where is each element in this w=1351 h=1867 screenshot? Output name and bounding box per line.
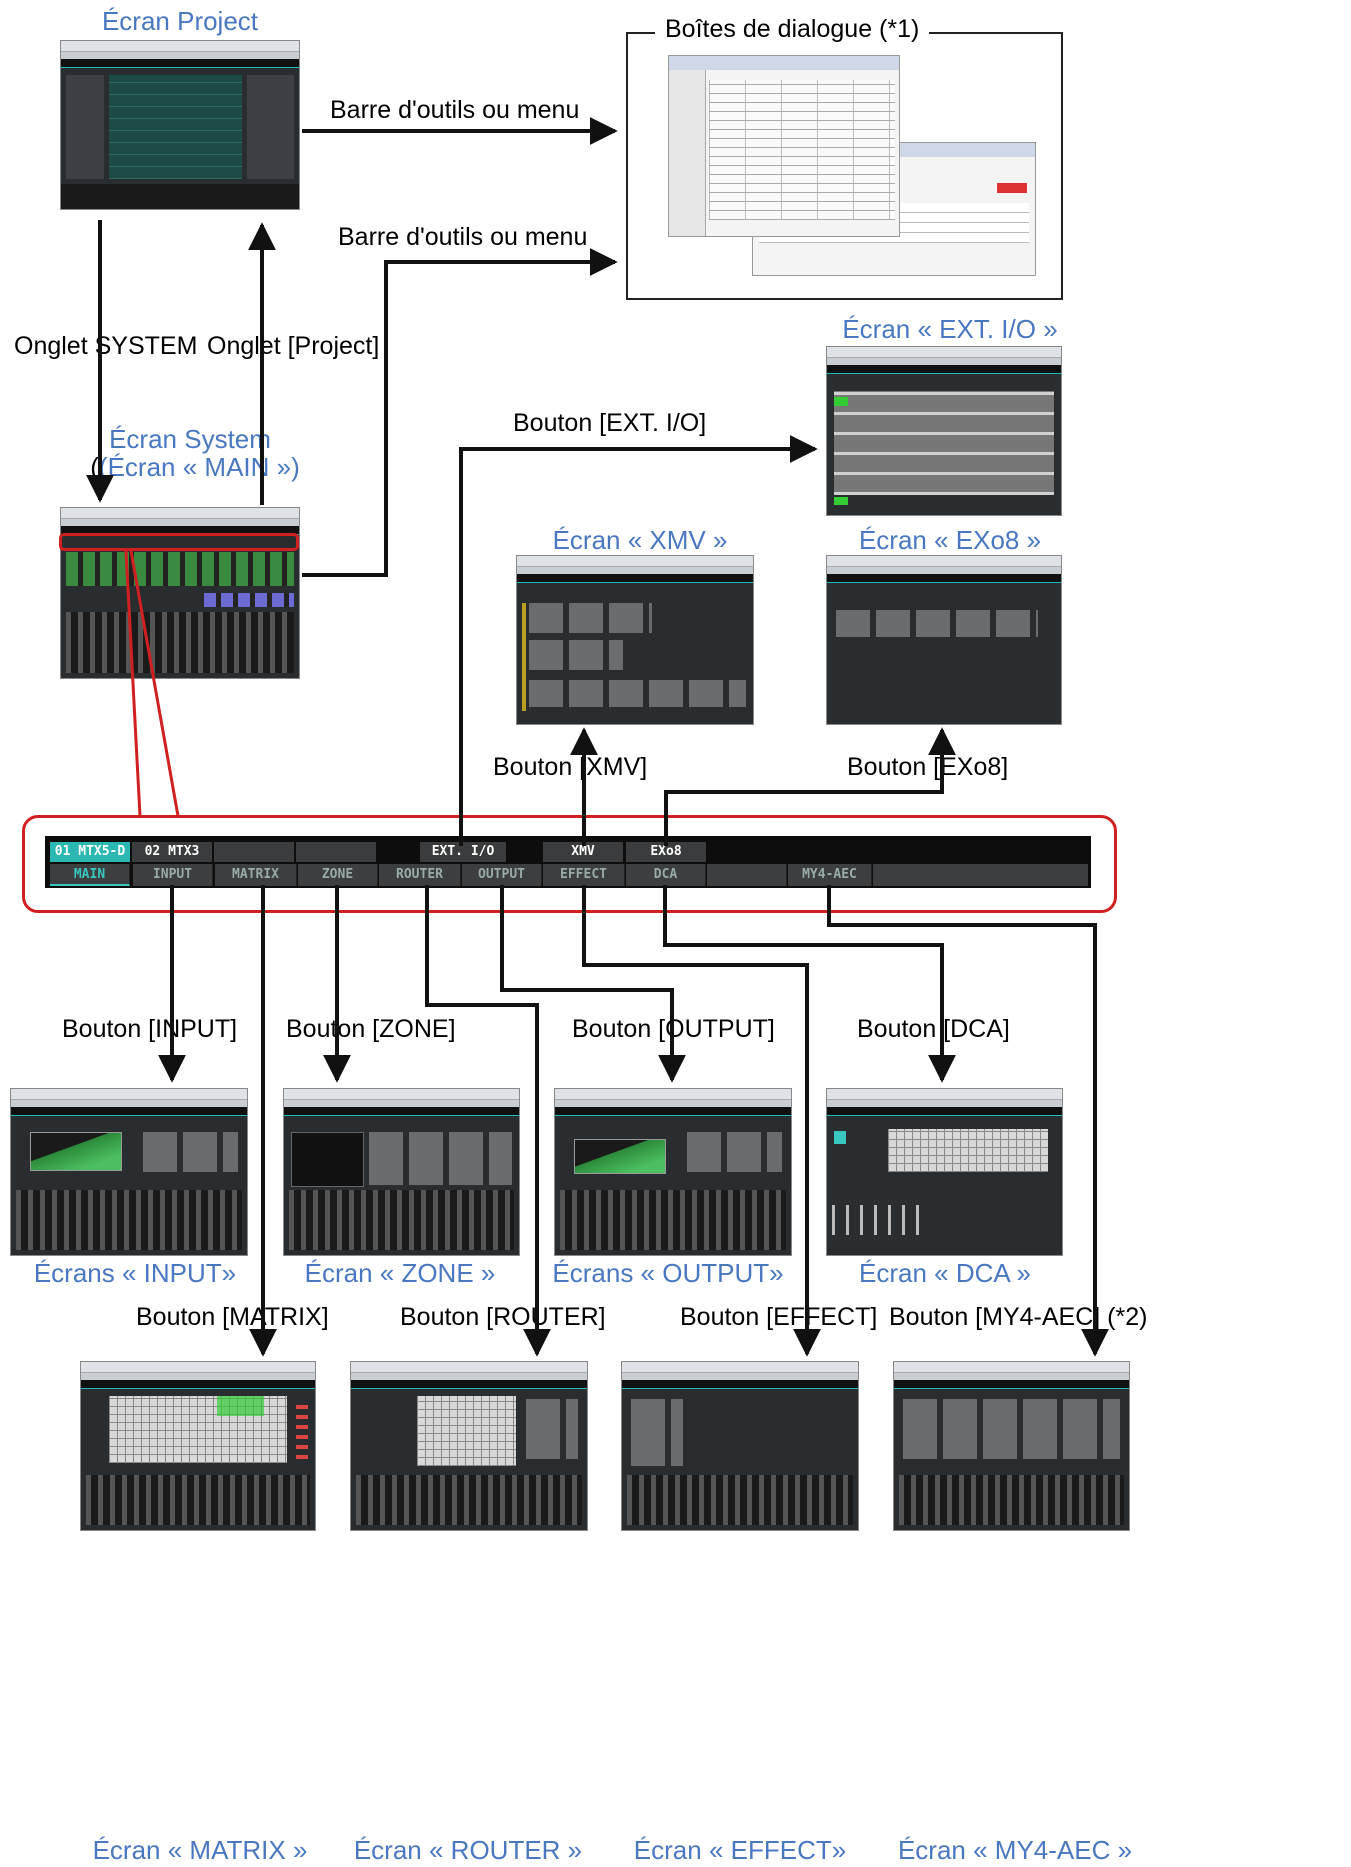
label-dialogs: Boîtes de dialogue (*1) <box>655 14 930 44</box>
device-tab-mtx5d[interactable]: 01 MTX5-D <box>50 842 130 862</box>
thumb-router <box>350 1361 588 1531</box>
caption-matrix: Écran « MATRIX » <box>92 1835 308 1865</box>
device-tab-xmv[interactable]: XMV <box>543 842 623 862</box>
system-highlight <box>59 533 299 551</box>
tab-my4aec[interactable]: MY4-AEC <box>788 864 872 886</box>
label-tab-project: Onglet [Project] <box>207 332 380 360</box>
device-tab-empty-2[interactable] <box>296 842 376 862</box>
tab-router[interactable]: ROUTER <box>379 864 461 886</box>
device-tab-empty-1[interactable] <box>214 842 294 862</box>
device-tab-extio[interactable]: EXT. I/O <box>420 842 506 862</box>
caption-system: Écran System <box>109 424 271 454</box>
label-btn-my4aec: Bouton [MY4-AEC] (*2) <box>889 1303 1148 1331</box>
thumb-zone <box>283 1088 520 1256</box>
label-btn-output: Bouton [OUTPUT] <box>572 1015 775 1043</box>
thumb-exo8 <box>826 555 1062 725</box>
tab-zone[interactable]: ZONE <box>298 864 378 886</box>
caption-zone: Écran « ZONE » <box>304 1258 496 1288</box>
caption-effect: Écran « EFFECT» <box>633 1835 847 1865</box>
device-tab-exo8[interactable]: EXo8 <box>626 842 706 862</box>
label-btn-xmv: Bouton [XMV] <box>493 753 648 781</box>
thumb-effect <box>621 1361 859 1531</box>
label-btn-dca: Bouton [DCA] <box>857 1015 1010 1043</box>
label-btn-input: Bouton [INPUT] <box>62 1015 238 1043</box>
arrow-dca <box>663 885 956 1083</box>
tab-empty[interactable] <box>707 864 787 886</box>
label-btn-matrix: Bouton [MATRIX] <box>136 1303 329 1331</box>
tab-main[interactable]: MAIN <box>50 864 130 886</box>
caption-input: Écrans « INPUT» <box>33 1258 237 1288</box>
label-btn-exo8: Bouton [EXo8] <box>847 753 1009 781</box>
caption-xmv: Écran « XMV » <box>552 525 728 555</box>
tab-input[interactable]: INPUT <box>133 864 213 886</box>
caption-router: Écran « ROUTER » <box>353 1835 583 1865</box>
tab-dca[interactable]: DCA <box>626 864 706 886</box>
thumb-my4aec <box>893 1361 1130 1531</box>
caption-project: Écran Project <box>101 6 259 36</box>
thumb-output <box>554 1088 792 1256</box>
caption-extio: Écran « EXT. I/O » <box>842 314 1058 344</box>
tab-matrix[interactable]: MATRIX <box>215 864 297 886</box>
tab-filler <box>873 864 1088 886</box>
caption-exo8: Écran « EXo8 » <box>858 525 1042 555</box>
device-tab-mtx3[interactable]: 02 MTX3 <box>132 842 212 862</box>
label-tab-system: Onglet SYSTEM <box>14 332 198 360</box>
thumb-extio <box>826 346 1062 516</box>
thumb-dca <box>826 1088 1063 1256</box>
thumb-project <box>60 40 300 210</box>
label-toolbar-2: Barre d'outils ou menu <box>338 223 588 251</box>
caption-output: Écrans « OUTPUT» <box>552 1258 784 1288</box>
tab-effect[interactable]: EFFECT <box>543 864 625 886</box>
label-toolbar-1: Barre d'outils ou menu <box>330 96 580 124</box>
caption-dca: Écran « DCA » <box>859 1258 1031 1288</box>
thumb-input <box>10 1088 248 1256</box>
thumb-xmv <box>516 555 754 725</box>
tab-output[interactable]: OUTPUT <box>462 864 542 886</box>
thumb-matrix <box>80 1361 316 1531</box>
label-btn-extio: Bouton [EXT. I/O] <box>513 409 707 437</box>
caption-main-text: (Écran « MAIN ») <box>98 452 300 482</box>
caption-my4aec: Écran « MY4-AEC » <box>897 1835 1133 1865</box>
label-btn-effect: Bouton [EFFECT] <box>680 1303 878 1331</box>
caption-main: ((Écran « MAIN ») <box>90 452 300 482</box>
label-btn-router: Bouton [ROUTER] <box>400 1303 606 1331</box>
dialog-front <box>668 55 900 237</box>
label-btn-zone: Bouton [ZONE] <box>286 1015 456 1043</box>
arrow-output <box>500 885 686 1083</box>
